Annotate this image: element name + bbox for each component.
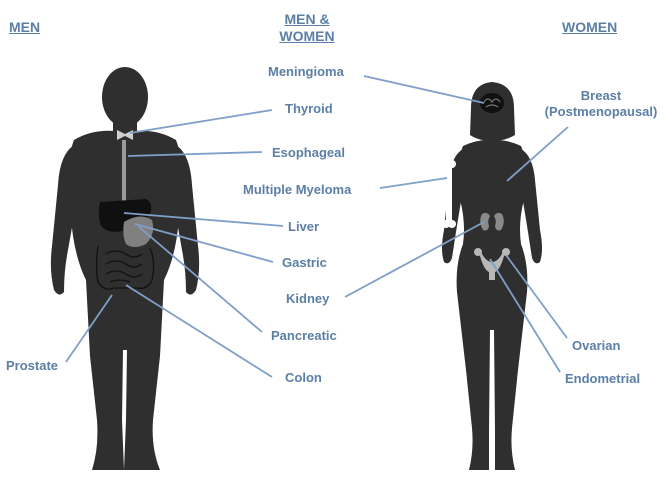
header-women: WOMEN: [562, 19, 617, 36]
label-ovarian: Ovarian: [572, 338, 620, 354]
header-men: MEN: [9, 19, 40, 36]
esophagus-icon: [122, 140, 126, 202]
label-pancreatic: Pancreatic: [271, 328, 337, 344]
label-thyroid: Thyroid: [285, 101, 333, 117]
label-kidney: Kidney: [286, 291, 329, 307]
leader-multiple-myeloma: [380, 178, 447, 188]
label-esophageal: Esophageal: [272, 145, 345, 161]
male-silhouette-icon: [51, 67, 199, 470]
label-breast: Breast (Postmenopausal): [537, 88, 665, 120]
label-colon: Colon: [285, 370, 322, 386]
leader-meningioma: [364, 76, 484, 103]
header-men-and-women: MEN & WOMEN: [262, 11, 352, 45]
label-meningioma: Meningioma: [268, 64, 344, 80]
label-liver: Liver: [288, 219, 319, 235]
leader-thyroid: [130, 110, 272, 133]
label-endometrial: Endometrial: [565, 371, 640, 387]
label-multiple-myeloma: Multiple Myeloma: [243, 182, 351, 198]
label-gastric: Gastric: [282, 255, 327, 271]
label-prostate: Prostate: [6, 358, 58, 374]
